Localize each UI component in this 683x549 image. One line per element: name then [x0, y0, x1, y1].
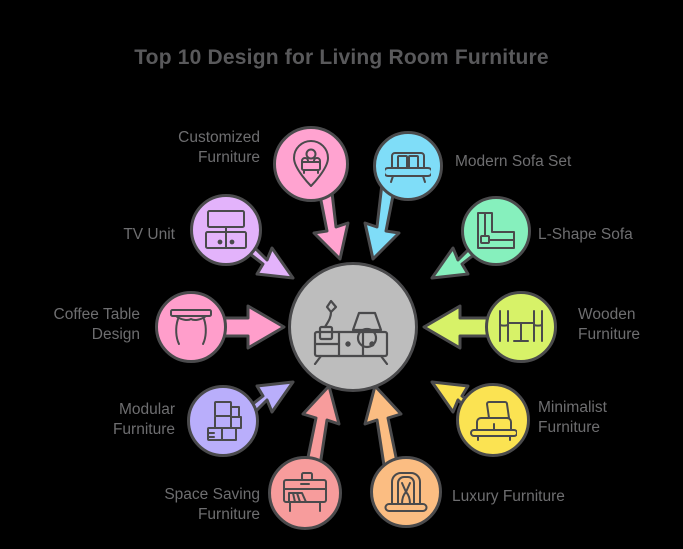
bubble-modern-sofa-set[interactable]	[373, 131, 443, 201]
page-title: Top 10 Design for Living Room Furniture	[134, 46, 549, 69]
bubble-space-saving-furniture[interactable]	[268, 456, 342, 530]
foldable-desk-icon	[280, 471, 330, 515]
sideboard-console-icon	[310, 285, 396, 370]
luxury-armchair-icon	[383, 470, 429, 514]
l-shape-sofa-icon	[474, 210, 518, 252]
bubble-minimalist-furniture[interactable]	[456, 383, 530, 457]
label-space-saving-furniture: Space Saving Furniture	[164, 486, 260, 523]
bubble-luxury-furniture[interactable]	[370, 456, 442, 528]
bubble-wooden-furniture[interactable]	[485, 291, 557, 363]
label-tv-unit: TV Unit	[123, 226, 175, 243]
label-l-shape-sofa: L-Shape Sofa	[538, 226, 633, 243]
bubble-coffee-table-design[interactable]	[155, 291, 227, 363]
label-modern-sofa-set: Modern Sofa Set	[455, 153, 572, 170]
location-pin-armchair-icon	[288, 140, 334, 188]
label-modular-furniture: Modular Furniture	[112, 401, 175, 438]
wooden-table-chairs-icon	[496, 307, 546, 347]
label-wooden-furniture: Wooden Furniture	[578, 306, 641, 343]
bubble-l-shape-sofa[interactable]	[461, 196, 531, 266]
modular-blocks-icon	[200, 399, 246, 443]
coffee-table-icon	[168, 306, 214, 348]
bubble-customized-furniture[interactable]	[273, 126, 349, 202]
sofa-icon	[385, 146, 431, 186]
label-customized-furniture: Customized Furniture	[178, 129, 260, 166]
label-luxury-furniture: Luxury Furniture	[452, 488, 565, 505]
center-hub	[288, 262, 418, 392]
label-minimalist-furniture: Minimalist Furniture	[538, 399, 607, 436]
bubble-modular-furniture[interactable]	[187, 385, 259, 457]
bubble-tv-unit[interactable]	[190, 194, 262, 266]
tv-unit-icon	[203, 208, 249, 252]
minimalist-sofa-icon	[469, 398, 517, 442]
label-coffee-table-design: Coffee Table Design	[53, 306, 140, 343]
